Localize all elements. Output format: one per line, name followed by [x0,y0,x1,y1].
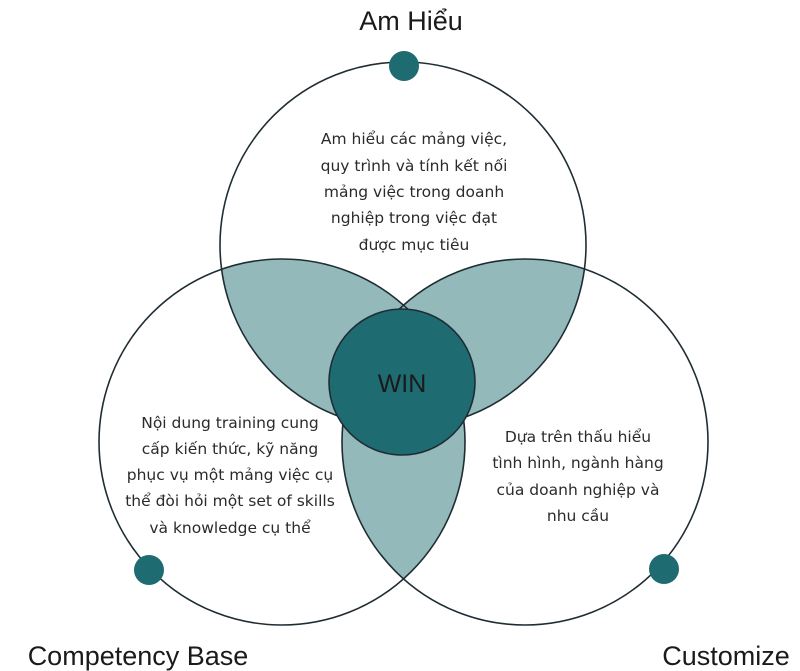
top-text-line: quy trình và tính kết nối [321,157,508,175]
top-text-line: nghiệp trong việc đạt [331,209,497,227]
top-circle-description: Am hiểu các mảng việc, quy trình và tính… [321,130,508,254]
left-text-line: thể đòi hỏi một set of skills [125,492,335,510]
top-circle-title: Am Hiểu [359,6,463,36]
left-text-line: và knowledge cụ thể [149,519,311,537]
right-text-line: Dựa trên thấu hiểu [505,428,651,446]
top-text-line: được mục tiêu [359,236,470,254]
left-anchor-dot [134,555,164,585]
left-text-line: Nội dung training cung [141,414,319,432]
right-text-line: nhu cầu [547,507,609,525]
left-circle-title: Competency Base [28,641,249,671]
center-win-label: WIN [378,370,427,398]
circle-right-outline [341,258,709,626]
right-anchor-dot [649,554,679,584]
right-text-line: của doanh nghiệp và [497,481,660,499]
top-anchor-dot [389,51,419,81]
top-text-line: mảng việc trong doanh [324,183,504,201]
circle-left-outline [98,258,466,626]
right-text-line: tình hình, ngành hàng [492,454,663,472]
right-circle-description: Dựa trên thấu hiểu tình hình, ngành hàng… [492,428,663,525]
center-win-circle [328,308,476,456]
top-text-line: Am hiểu các mảng việc, [321,130,507,148]
right-circle-title: Customize [662,641,790,671]
left-circle-description: Nội dung training cung cấp kiến thức, kỹ… [125,414,335,537]
left-text-line: phục vụ một mảng việc cụ [127,466,333,484]
left-text-line: cấp kiến thức, kỹ năng [142,440,319,458]
